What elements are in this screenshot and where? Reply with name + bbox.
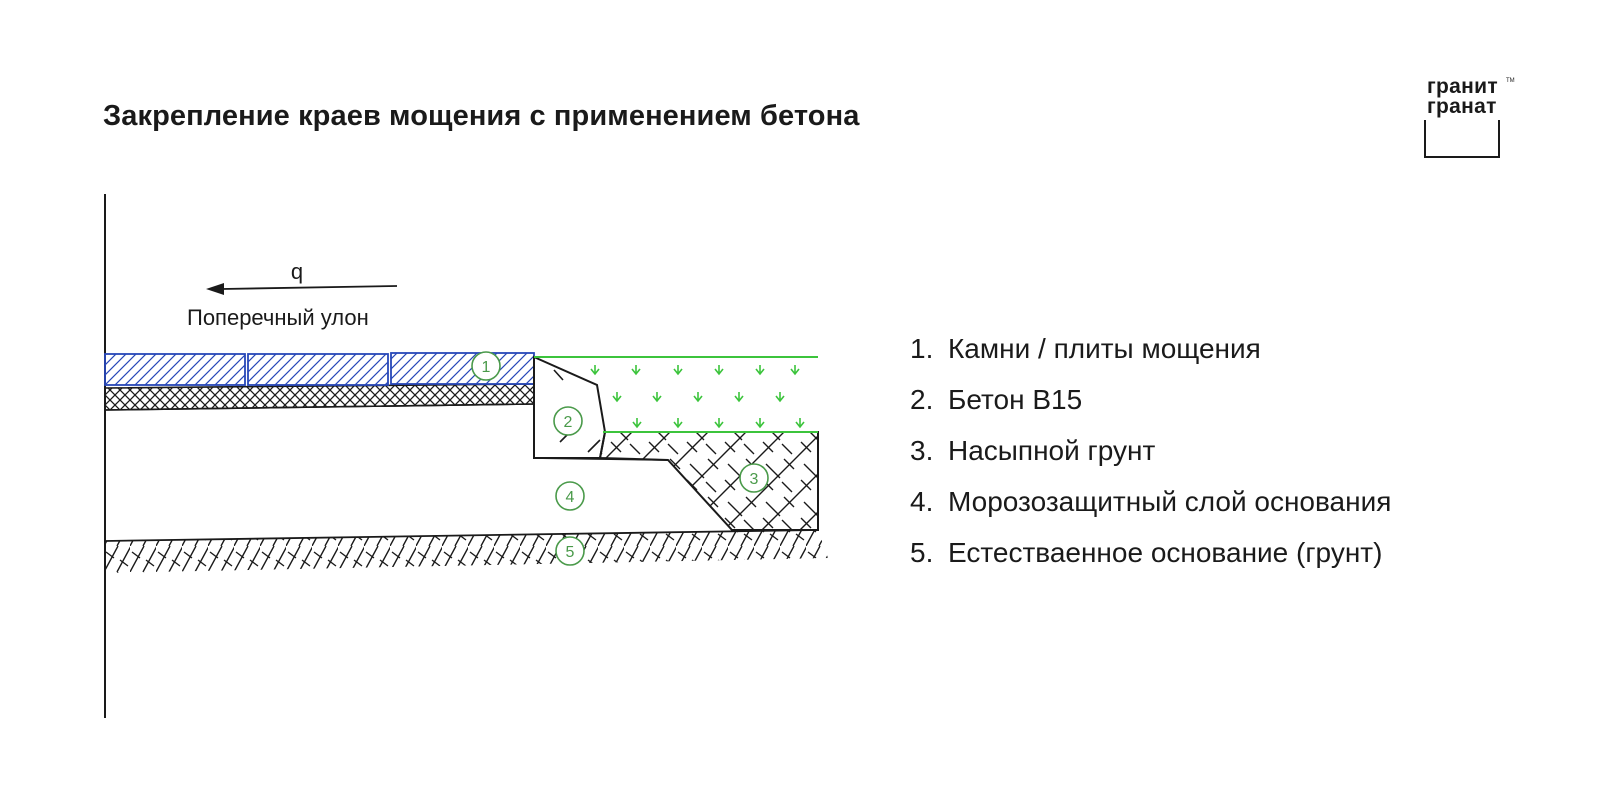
legend-item-text: Насыпной грунт [948,435,1156,466]
bedding-layer [104,383,535,411]
logo-trademark: TM [1506,78,1515,84]
marker-5: 5 [555,536,585,566]
paving-stone [247,353,389,386]
legend-item-number: 5. [910,537,934,568]
legend-item-number: 3. [910,435,934,466]
paving-stone [104,353,246,386]
frost-base-bottom-edge [104,529,819,542]
legend-item-text: Морозозащитный слой основания [948,486,1392,517]
marker-5-label: 5 [566,544,575,561]
marker-1: 1 [471,351,501,381]
fill-soil-layer [598,431,819,531]
slope-label: Поперечный улон [187,305,369,330]
page-title: Закрепление краев мощения с применением … [103,100,860,132]
legend-item: 5. Естестваенное основание (грунт) [910,527,1391,578]
legend-list: 1. Камни / плиты мощения 2. Бетон B15 3. На… [910,323,1391,578]
legend-item-number: 4. [910,486,934,517]
marker-2-label: 2 [564,414,573,431]
legend-item-text: Камни / плиты мощения [948,333,1261,364]
grass-arrows [590,365,805,429]
slope-arrow [206,283,398,295]
logo-line-2: гранат [1427,95,1497,118]
marker-2: 2 [553,406,583,436]
legend-item: 1. Камни / плиты мощения [910,323,1391,374]
legend-item: 3. Насыпной грунт [910,425,1391,476]
legend-item-number: 1. [910,333,934,364]
slope-symbol: q [291,259,303,284]
legend-item-number: 2. [910,384,934,415]
logo-bracket [1424,120,1500,158]
legend-item: 4. Морозозащитный слой основания [910,476,1391,527]
brand-logo: гранит гранат TM [1424,75,1515,162]
legend-item-text: Естестваенное основание (грунт) [948,537,1383,568]
marker-1-label: 1 [482,359,491,376]
marker-4: 4 [555,481,585,511]
natural-ground-layer [105,530,828,573]
legend-item-text: Бетон B15 [948,384,1083,415]
paving-stone [390,352,535,385]
paving-stones [104,352,535,386]
marker-3-label: 3 [750,471,759,488]
logo-line-1: гранит [1427,75,1498,98]
legend-item: 2. Бетон B15 [910,374,1391,425]
marker-4-label: 4 [566,489,575,506]
marker-3: 3 [739,463,769,493]
